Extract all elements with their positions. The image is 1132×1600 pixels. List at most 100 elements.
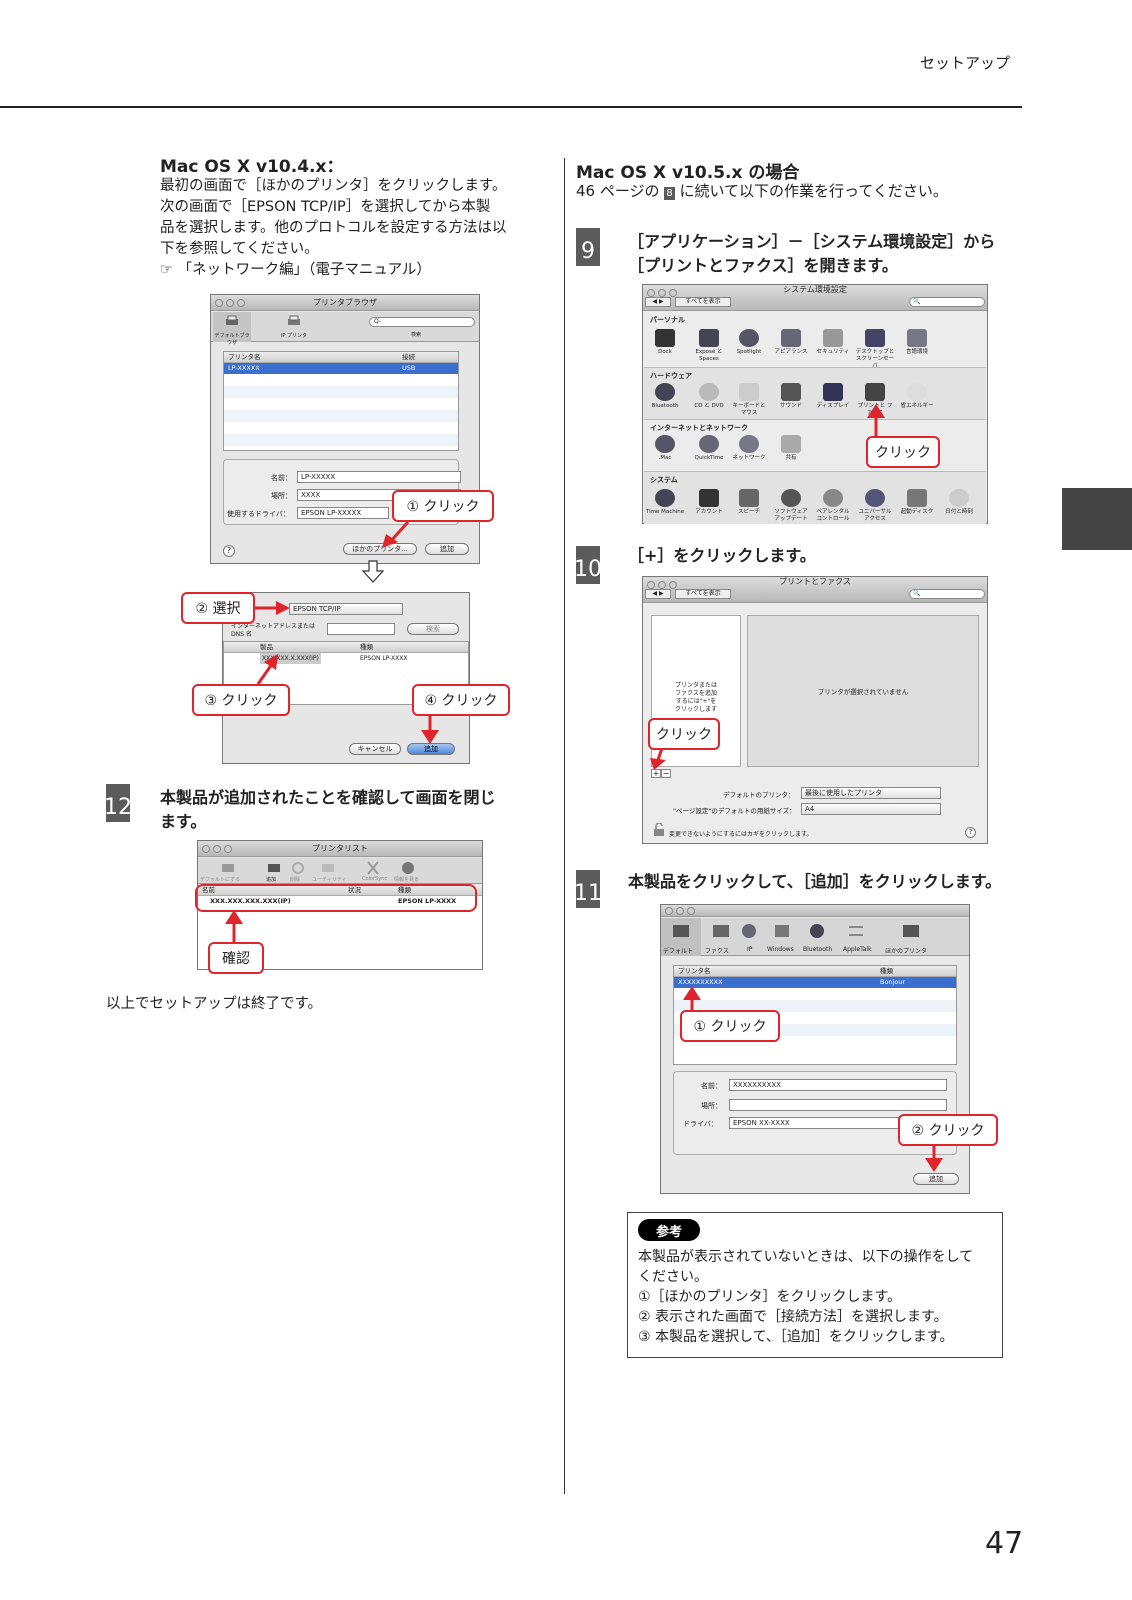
bluetooth-icon[interactable] — [655, 383, 675, 401]
accounts-icon[interactable] — [699, 489, 719, 507]
help-button[interactable]: ? — [223, 545, 235, 557]
tool-add[interactable]: 追加 — [266, 877, 277, 883]
col-product: 製品 — [260, 643, 273, 651]
highlight-box — [195, 884, 477, 912]
reference-link[interactable]: ☞ 「ネットワーク編」（電子マニュアル） — [160, 260, 552, 281]
sound-icon[interactable] — [781, 383, 801, 401]
addr-label: インターネットアドレスまたは — [231, 623, 316, 630]
mac-icon[interactable] — [655, 435, 675, 453]
window-titlebar: システム環境設定 ◀ ▶ すべてを表示 🔍 — [643, 285, 987, 311]
window-buttons[interactable] — [215, 299, 245, 307]
cancel-button[interactable]: キャンセル — [349, 743, 401, 755]
window-buttons[interactable] — [202, 845, 232, 853]
row-kind: EPSON LP-XXXX — [360, 655, 408, 662]
tb-ip-button[interactable]: IP プリンタ — [279, 312, 309, 342]
section-label: パーソナル — [650, 316, 685, 324]
col-kind: 種類 — [880, 967, 893, 975]
tool-utility[interactable]: ユーティリティ — [312, 877, 347, 883]
search-button[interactable]: 検索 — [407, 623, 459, 635]
dock-icon[interactable] — [655, 329, 675, 347]
default-printer-select[interactable]: 最後に使用したプリンタ — [801, 787, 941, 799]
driver-select[interactable]: EPSON LP-XXXXX — [297, 507, 389, 519]
nav-back-forward[interactable]: ◀ ▶ — [645, 297, 671, 307]
search-field[interactable]: 🔍 — [909, 589, 985, 599]
paper-size-select[interactable]: A4 — [801, 803, 941, 815]
parental-controls-icon[interactable] — [823, 489, 843, 507]
desktop-icon[interactable] — [865, 329, 885, 347]
print-fax-icon[interactable] — [865, 383, 885, 401]
tool-info[interactable]: 情報を見る — [394, 877, 420, 883]
window-buttons[interactable] — [647, 289, 677, 297]
window-buttons[interactable] — [665, 907, 695, 915]
printer-browser-window: プリンタブラウザ デフォルトブラウザ IP プリンタ Q- 検索 プリンタ名接続… — [210, 294, 480, 564]
startup-disk-icon[interactable] — [907, 489, 927, 507]
window-buttons[interactable] — [647, 581, 677, 589]
msg-line: するには"+"を — [675, 698, 717, 705]
nav-back-forward[interactable]: ◀ ▶ — [645, 589, 671, 599]
tb-default-button[interactable]: デフォルトブラウザ — [213, 312, 251, 346]
show-all-button[interactable]: すべてを表示 — [675, 297, 731, 307]
universal-access-icon[interactable] — [865, 489, 885, 507]
keyboard-mouse-icon[interactable] — [739, 383, 759, 401]
network-icon[interactable] — [739, 435, 759, 453]
show-all-button[interactable]: すべてを表示 — [675, 589, 731, 599]
tool-colorsync[interactable]: ColorSync — [362, 876, 388, 882]
add-button[interactable]: 追加 — [407, 743, 455, 755]
driver-select[interactable]: EPSON XX-XXXX — [729, 1117, 899, 1129]
tool-default[interactable]: デフォルトにする — [200, 877, 241, 883]
time-machine-icon[interactable] — [655, 489, 675, 507]
row-name: XXXXXXXXXX — [678, 978, 723, 986]
name-field[interactable]: LP-XXXXX — [297, 471, 461, 483]
product-row[interactable]: XXX.XXX.X.XXX(IP)EPSON LP-XXXX — [224, 653, 468, 664]
add-button[interactable]: 追加 — [913, 1173, 959, 1185]
lock-icon[interactable] — [653, 823, 665, 837]
step-12-line: ます。 — [160, 812, 207, 831]
window-titlebar: プリンタリスト — [198, 841, 482, 857]
section-label: インターネットとネットワーク — [650, 424, 748, 432]
security-icon[interactable] — [823, 329, 843, 347]
col-name: 名前 — [202, 886, 215, 894]
add-button[interactable]: 追加 — [425, 543, 469, 555]
printer-row[interactable]: XXX.XXX.XXX.XXX(IP)EPSON LP-XXXX — [198, 896, 482, 907]
step-10-number: 10 — [574, 546, 602, 584]
toolbar-icons — [673, 924, 919, 938]
appearance-icon[interactable] — [781, 329, 801, 347]
spotlight-icon[interactable] — [739, 329, 759, 347]
col-kind: 種類 — [398, 886, 411, 894]
lock-message: 変更できないようにするにはカギをクリックします。 — [669, 831, 813, 838]
callout-arrow — [925, 1144, 943, 1172]
pref-label: 起動ディスク — [900, 509, 934, 515]
expose-icon[interactable] — [699, 329, 719, 347]
callout-confirm: 確認 — [208, 942, 264, 974]
quicktime-icon[interactable] — [699, 435, 719, 453]
note-line: ③ 本製品を選択して、［追加］をクリックします。 — [638, 1329, 954, 1345]
energy-saver-icon[interactable] — [907, 383, 927, 401]
toolbar: デフォルトにする 追加 削除 ユーティリティ ColorSync 情報を見る — [198, 858, 482, 884]
help-button[interactable]: ? — [965, 827, 976, 838]
display-icon[interactable] — [823, 383, 843, 401]
step-12-number: 12 — [104, 784, 132, 822]
cd-dvd-icon[interactable] — [699, 383, 719, 401]
name-field[interactable]: XXXXXXXXXX — [729, 1079, 947, 1091]
printer-icon — [226, 315, 238, 325]
software-update-icon[interactable] — [781, 489, 801, 507]
language-icon[interactable] — [907, 329, 927, 347]
tool-delete[interactable]: 削除 — [290, 877, 301, 883]
other-printers-button[interactable]: ほかのプリンタ... — [343, 543, 417, 555]
list-header: プリンタ名接続 — [224, 352, 458, 363]
search-field[interactable]: Q- — [369, 317, 475, 327]
address-field[interactable] — [327, 623, 395, 635]
remove-printer-button[interactable]: − — [661, 769, 671, 778]
end-text: 以上でセットアップは終了です。 — [106, 996, 323, 1012]
dns-label: DNS 名 — [231, 631, 252, 638]
search-field[interactable]: 🔍 — [909, 297, 985, 307]
date-time-icon[interactable] — [949, 489, 969, 507]
add-printer-button[interactable]: + — [651, 769, 661, 778]
sharing-icon[interactable] — [781, 435, 801, 453]
protocol-select[interactable]: EPSON TCP/IP — [289, 603, 403, 615]
speech-icon[interactable] — [739, 489, 759, 507]
step-9-number: 9 — [576, 228, 600, 266]
place-field[interactable] — [729, 1099, 947, 1111]
